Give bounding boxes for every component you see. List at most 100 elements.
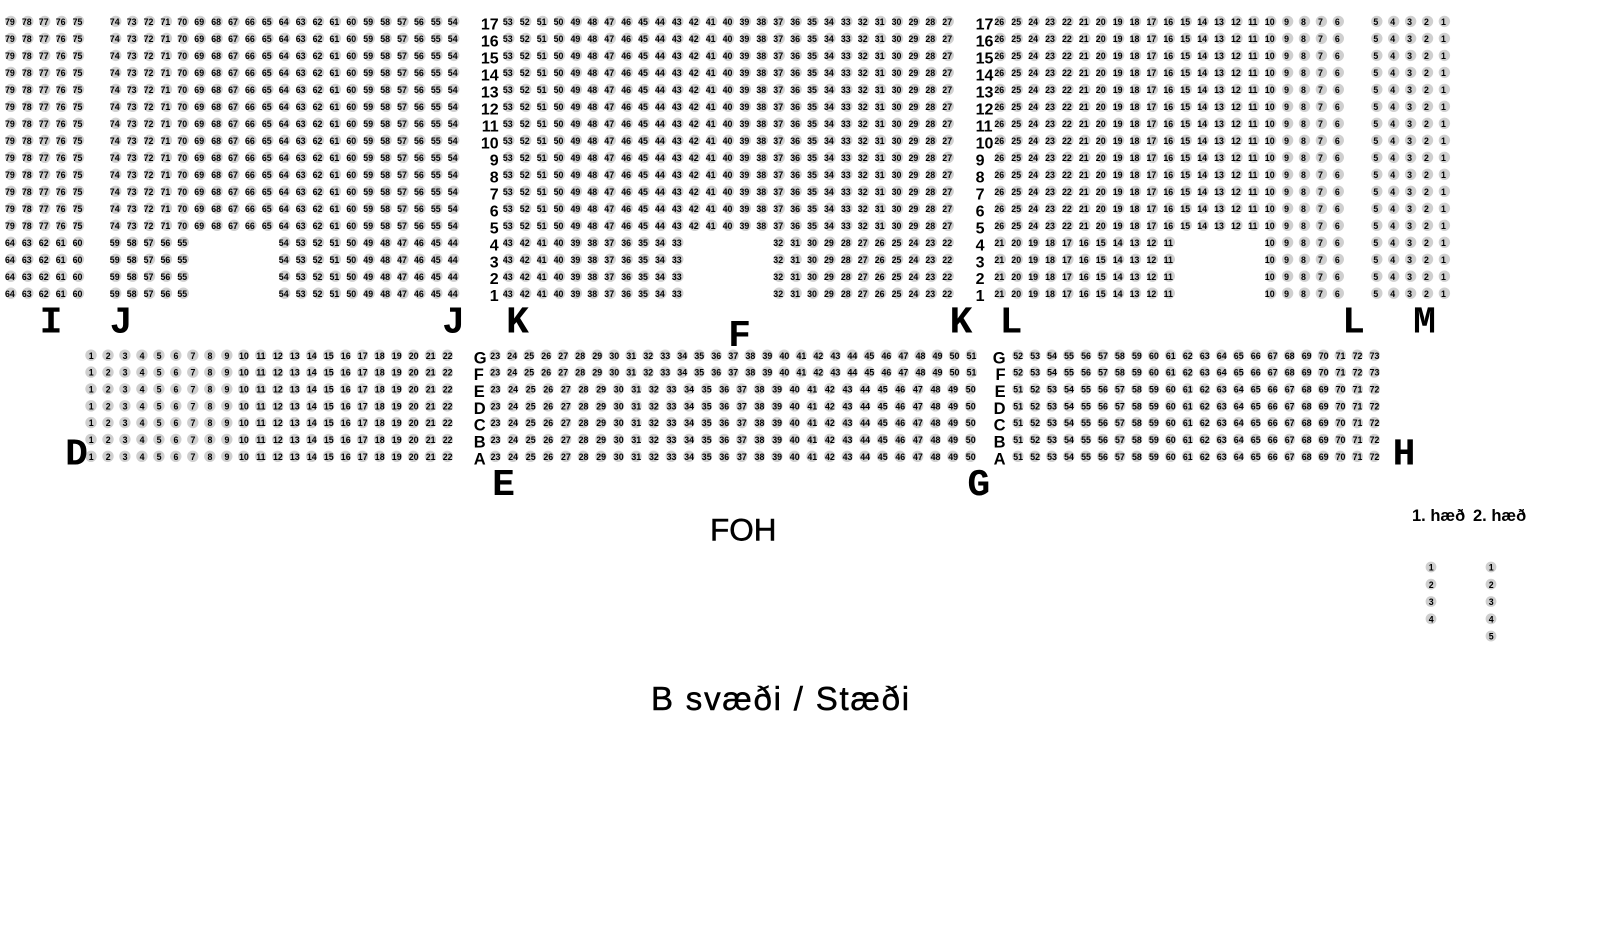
svg-text:1: 1	[490, 288, 499, 305]
svg-text:24: 24	[1028, 34, 1038, 44]
svg-text:60: 60	[346, 204, 356, 214]
svg-text:17: 17	[1147, 102, 1157, 112]
svg-text:56: 56	[1081, 351, 1091, 361]
svg-text:78: 78	[22, 102, 32, 112]
svg-text:29: 29	[909, 68, 919, 78]
svg-text:17: 17	[1062, 272, 1072, 282]
svg-text:44: 44	[655, 153, 665, 163]
svg-text:73: 73	[127, 68, 137, 78]
svg-text:38: 38	[755, 435, 765, 445]
svg-text:4: 4	[140, 452, 145, 462]
svg-text:49: 49	[933, 368, 943, 378]
svg-text:23: 23	[925, 289, 935, 299]
svg-text:40: 40	[723, 85, 733, 95]
svg-text:12: 12	[1147, 272, 1157, 282]
svg-text:40: 40	[723, 170, 733, 180]
svg-text:48: 48	[380, 238, 390, 248]
svg-text:71: 71	[1353, 418, 1363, 428]
svg-text:64: 64	[279, 221, 289, 231]
svg-text:8: 8	[1301, 136, 1306, 146]
svg-text:41: 41	[706, 153, 716, 163]
svg-text:65: 65	[262, 85, 272, 95]
svg-text:40: 40	[790, 401, 800, 411]
svg-text:54: 54	[1064, 452, 1074, 462]
svg-text:68: 68	[211, 17, 221, 27]
svg-text:41: 41	[537, 255, 547, 265]
svg-text:J: J	[442, 302, 465, 345]
svg-text:9: 9	[976, 152, 985, 169]
svg-text:13: 13	[290, 435, 300, 445]
svg-text:68: 68	[211, 136, 221, 146]
svg-text:72: 72	[144, 68, 154, 78]
svg-text:41: 41	[807, 452, 817, 462]
svg-text:60: 60	[73, 272, 83, 282]
svg-text:18: 18	[1045, 255, 1055, 265]
svg-text:52: 52	[520, 102, 530, 112]
svg-text:4: 4	[1390, 238, 1395, 248]
svg-text:45: 45	[638, 170, 648, 180]
svg-text:15: 15	[1180, 34, 1190, 44]
svg-text:26: 26	[994, 204, 1004, 214]
svg-text:30: 30	[892, 119, 902, 129]
svg-text:2: 2	[1424, 187, 1429, 197]
svg-text:27: 27	[942, 170, 952, 180]
svg-text:73: 73	[127, 170, 137, 180]
svg-text:29: 29	[909, 17, 919, 27]
svg-text:12: 12	[481, 101, 499, 118]
svg-text:31: 31	[626, 368, 636, 378]
svg-text:52: 52	[313, 289, 323, 299]
svg-text:34: 34	[824, 34, 834, 44]
svg-text:40: 40	[723, 221, 733, 231]
svg-text:14: 14	[307, 368, 317, 378]
svg-text:68: 68	[211, 119, 221, 129]
svg-text:6: 6	[1335, 119, 1340, 129]
svg-text:68: 68	[211, 51, 221, 61]
svg-text:32: 32	[649, 385, 659, 395]
svg-text:3: 3	[1407, 34, 1412, 44]
svg-text:22: 22	[942, 238, 952, 248]
svg-text:32: 32	[858, 136, 868, 146]
svg-text:38: 38	[756, 187, 766, 197]
svg-text:29: 29	[909, 170, 919, 180]
svg-text:47: 47	[913, 385, 923, 395]
svg-text:33: 33	[841, 136, 851, 146]
svg-text:30: 30	[892, 170, 902, 180]
svg-text:52: 52	[1013, 351, 1023, 361]
svg-text:63: 63	[296, 85, 306, 95]
svg-text:22: 22	[443, 435, 453, 445]
svg-text:32: 32	[649, 401, 659, 411]
svg-text:27: 27	[561, 435, 571, 445]
svg-text:68: 68	[211, 170, 221, 180]
svg-text:20: 20	[409, 452, 419, 462]
svg-text:79: 79	[5, 119, 15, 129]
svg-text:47: 47	[397, 238, 407, 248]
svg-text:50: 50	[554, 34, 564, 44]
svg-text:55: 55	[431, 119, 441, 129]
svg-text:65: 65	[262, 187, 272, 197]
svg-text:37: 37	[773, 153, 783, 163]
svg-text:49: 49	[933, 351, 943, 361]
svg-text:2: 2	[1424, 255, 1429, 265]
svg-text:17: 17	[358, 452, 368, 462]
svg-text:55: 55	[1064, 368, 1074, 378]
svg-text:19: 19	[392, 418, 402, 428]
svg-text:27: 27	[942, 102, 952, 112]
svg-text:54: 54	[448, 17, 458, 27]
svg-text:38: 38	[755, 418, 765, 428]
svg-text:79: 79	[5, 221, 15, 231]
svg-text:44: 44	[448, 289, 458, 299]
svg-text:B: B	[994, 434, 1006, 452]
svg-text:32: 32	[858, 85, 868, 95]
svg-text:13: 13	[290, 385, 300, 395]
svg-text:49: 49	[571, 204, 581, 214]
svg-text:16: 16	[1163, 34, 1173, 44]
svg-text:4: 4	[140, 401, 145, 411]
svg-text:F: F	[474, 366, 484, 384]
svg-text:7: 7	[976, 186, 985, 203]
svg-text:67: 67	[228, 102, 238, 112]
svg-text:52: 52	[520, 153, 530, 163]
svg-text:67: 67	[228, 170, 238, 180]
svg-text:49: 49	[571, 221, 581, 231]
svg-text:61: 61	[1166, 368, 1176, 378]
svg-text:45: 45	[431, 289, 441, 299]
